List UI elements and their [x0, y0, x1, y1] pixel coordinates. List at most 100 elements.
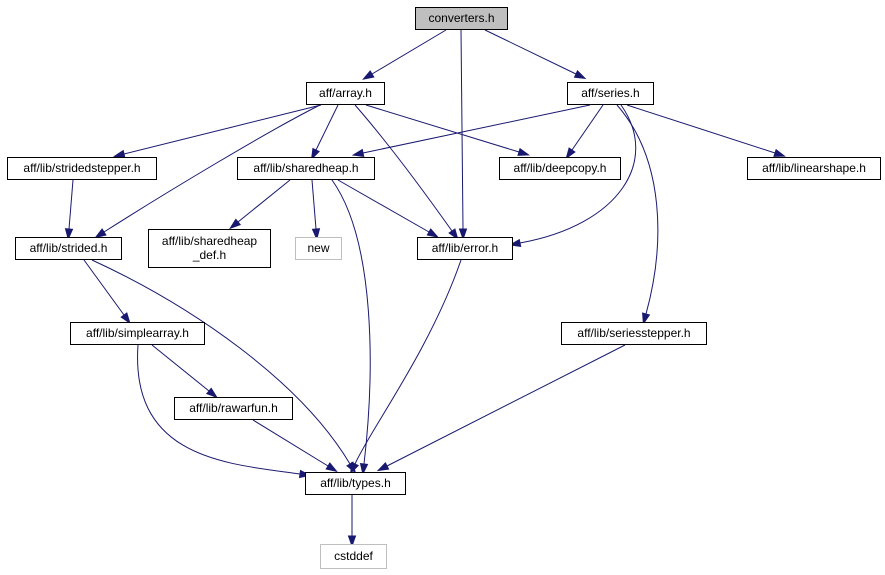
- edge-array-to-strided: [94, 104, 321, 239]
- edge-line: [252, 419, 329, 467]
- node-box: [237, 157, 375, 180]
- edge-converters-to-array: [362, 29, 447, 80]
- node-cstddef: cstddef: [320, 544, 387, 569]
- arrow-head-icon: [350, 461, 360, 475]
- edge-sharedheap-to-error: [337, 179, 440, 238]
- edge-series-to-seriesstepper: [616, 104, 659, 326]
- node-box: [148, 229, 271, 268]
- edge-line: [571, 104, 604, 151]
- arrow-head-icon: [573, 69, 587, 80]
- node-error[interactable]: aff/lib/error.h: [417, 237, 513, 260]
- arrow-head-icon: [351, 148, 365, 157]
- edge-series-to-sharedheap: [351, 104, 591, 157]
- arrow-head-icon: [64, 228, 74, 241]
- node-seriesstepper[interactable]: aff/lib/seriesstepper.h: [561, 322, 707, 345]
- node-converters[interactable]: converters.h: [415, 7, 508, 30]
- edge-converters-to-error: [458, 29, 468, 241]
- node-label: aff/lib/strided.h: [30, 241, 108, 255]
- arrow-head-icon: [642, 312, 651, 326]
- node-sharedheap_def[interactable]: aff/lib/sharedheap_def.h: [148, 229, 271, 268]
- node-types[interactable]: aff/lib/types.h: [305, 472, 406, 495]
- edge-line: [237, 179, 291, 223]
- edge-line: [331, 179, 371, 465]
- edge-line: [68, 179, 74, 230]
- edge-strided-to-simplearray: [83, 259, 131, 325]
- node-deepcopy[interactable]: aff/lib/deepcopy.h: [499, 157, 621, 180]
- arrow-head-icon: [112, 149, 126, 158]
- arrow-head-icon: [229, 218, 242, 230]
- node-box: [15, 237, 122, 260]
- edge-array-to-error: [354, 104, 459, 241]
- node-box: [417, 237, 513, 260]
- edge-line: [151, 344, 210, 392]
- arrow-head-icon: [376, 462, 390, 472]
- node-box: [305, 472, 406, 495]
- node-series[interactable]: aff/series.h: [567, 82, 654, 105]
- node-strided[interactable]: aff/lib/strided.h: [15, 237, 122, 260]
- edge-line: [311, 179, 317, 230]
- node-label: aff/lib/rawarfun.h: [189, 401, 278, 415]
- node-box: [7, 157, 157, 180]
- edge-line: [616, 104, 659, 315]
- edge-rawarfun-to-types: [252, 419, 338, 472]
- edge-stridedstepper-to-strided: [64, 179, 74, 241]
- edge-sharedheap-to-sharedheap_def: [229, 179, 291, 230]
- edge-line: [337, 179, 430, 233]
- edge-series-to-linearshape: [626, 104, 786, 157]
- node-label: aff/lib/error.h: [432, 241, 498, 255]
- arrow-head-icon: [325, 462, 338, 472]
- edges-layer: [64, 29, 786, 548]
- arrow-head-icon: [94, 228, 107, 239]
- edge-line: [484, 29, 577, 75]
- node-box: [499, 157, 621, 180]
- node-label: new: [307, 241, 329, 255]
- edge-series-to-deepcopy: [565, 104, 604, 160]
- node-simplearray[interactable]: aff/lib/simplearray.h: [70, 322, 205, 345]
- node-label: aff/lib/seriesstepper.h: [577, 326, 690, 340]
- node-label: aff/array.h: [319, 86, 372, 100]
- node-label: aff/lib/types.h: [320, 476, 391, 490]
- node-box: [306, 82, 385, 105]
- nodes-layer: converters.h aff/array.h aff/series.h aff/l…: [7, 7, 881, 569]
- arrow-head-icon: [205, 387, 218, 399]
- node-label: aff/series.h: [581, 86, 639, 100]
- edge-error-to-types: [350, 259, 462, 475]
- edge-sharedheap-to-types: [331, 179, 371, 476]
- edge-line: [460, 29, 464, 230]
- edge-line: [386, 344, 626, 467]
- arrow-head-icon: [448, 228, 459, 241]
- edge-line: [83, 259, 125, 316]
- node-label: aff/lib/simplearray.h: [86, 326, 189, 340]
- node-label: aff/lib/sharedheap: [162, 234, 258, 248]
- node-label: aff/lib/stridedstepper.h: [23, 161, 140, 175]
- edge-converters-to-series: [484, 29, 587, 80]
- edge-line: [371, 29, 447, 75]
- edge-types-to-cstddef: [347, 495, 357, 548]
- edge-line: [91, 259, 351, 465]
- node-box: [70, 322, 205, 345]
- node-sharedheap[interactable]: aff/lib/sharedheap.h: [237, 157, 375, 180]
- arrow-head-icon: [311, 228, 321, 241]
- edge-line: [137, 344, 301, 475]
- arrow-head-icon: [359, 463, 369, 476]
- arrow-head-icon: [517, 147, 531, 156]
- edge-seriesstepper-to-types: [376, 344, 626, 472]
- arrow-head-icon: [565, 147, 576, 160]
- arrow-head-icon: [347, 535, 357, 548]
- node-label: cstddef: [334, 549, 373, 563]
- node-array[interactable]: aff/array.h: [306, 82, 385, 105]
- node-box: [415, 7, 508, 30]
- arrow-head-icon: [362, 70, 375, 80]
- node-rawarfun[interactable]: aff/lib/rawarfun.h: [174, 397, 293, 420]
- node-box: [174, 397, 293, 420]
- edge-array-to-sharedheap: [310, 104, 339, 161]
- node-label: _def.h: [192, 248, 226, 262]
- arrow-head-icon: [773, 148, 786, 157]
- arrow-head-icon: [458, 228, 468, 241]
- node-box: [561, 322, 707, 345]
- node-label: converters.h: [428, 11, 494, 25]
- node-stridedstepper[interactable]: aff/lib/stridedstepper.h: [7, 157, 157, 180]
- node-linearshape[interactable]: aff/lib/linearshape.h: [747, 157, 881, 180]
- edge-line: [354, 259, 462, 465]
